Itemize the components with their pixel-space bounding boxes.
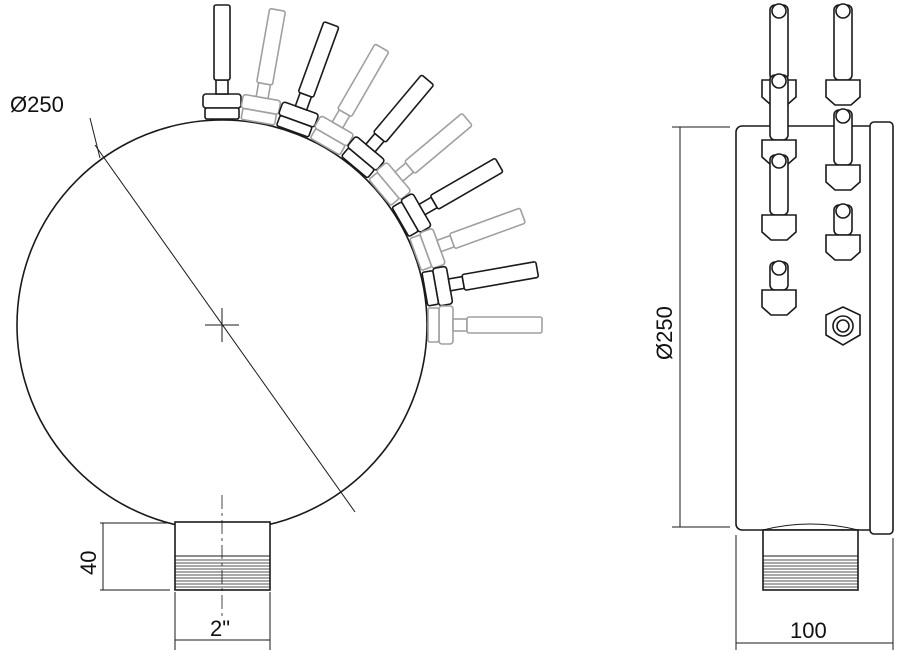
diameter-dimension-line [94,144,356,513]
flange [869,121,894,535]
plug-nut [825,306,861,346]
front-view [16,4,543,650]
thread-size-label: 2" [210,616,230,641]
side-fitting [825,3,861,106]
fitting [427,305,543,345]
side-fitting [761,260,797,316]
side-fitting [825,108,861,191]
fitting [421,261,540,307]
leader-line [89,117,101,159]
side-view [672,3,894,650]
fitting [240,7,286,126]
fitting [409,207,526,271]
fitting [276,21,340,138]
threaded-neck [174,495,271,620]
side-fitting [761,153,797,241]
side-fitting [825,203,861,261]
fitting [310,43,389,156]
fitting [391,158,504,237]
fitting [368,113,473,206]
width-label: 100 [790,618,827,643]
neck-height-label: 40 [76,551,101,575]
side-diameter-label: Ø250 [652,306,677,360]
fitting [202,4,242,120]
front-diameter-label: Ø250 [10,92,64,117]
fitting [341,74,434,179]
